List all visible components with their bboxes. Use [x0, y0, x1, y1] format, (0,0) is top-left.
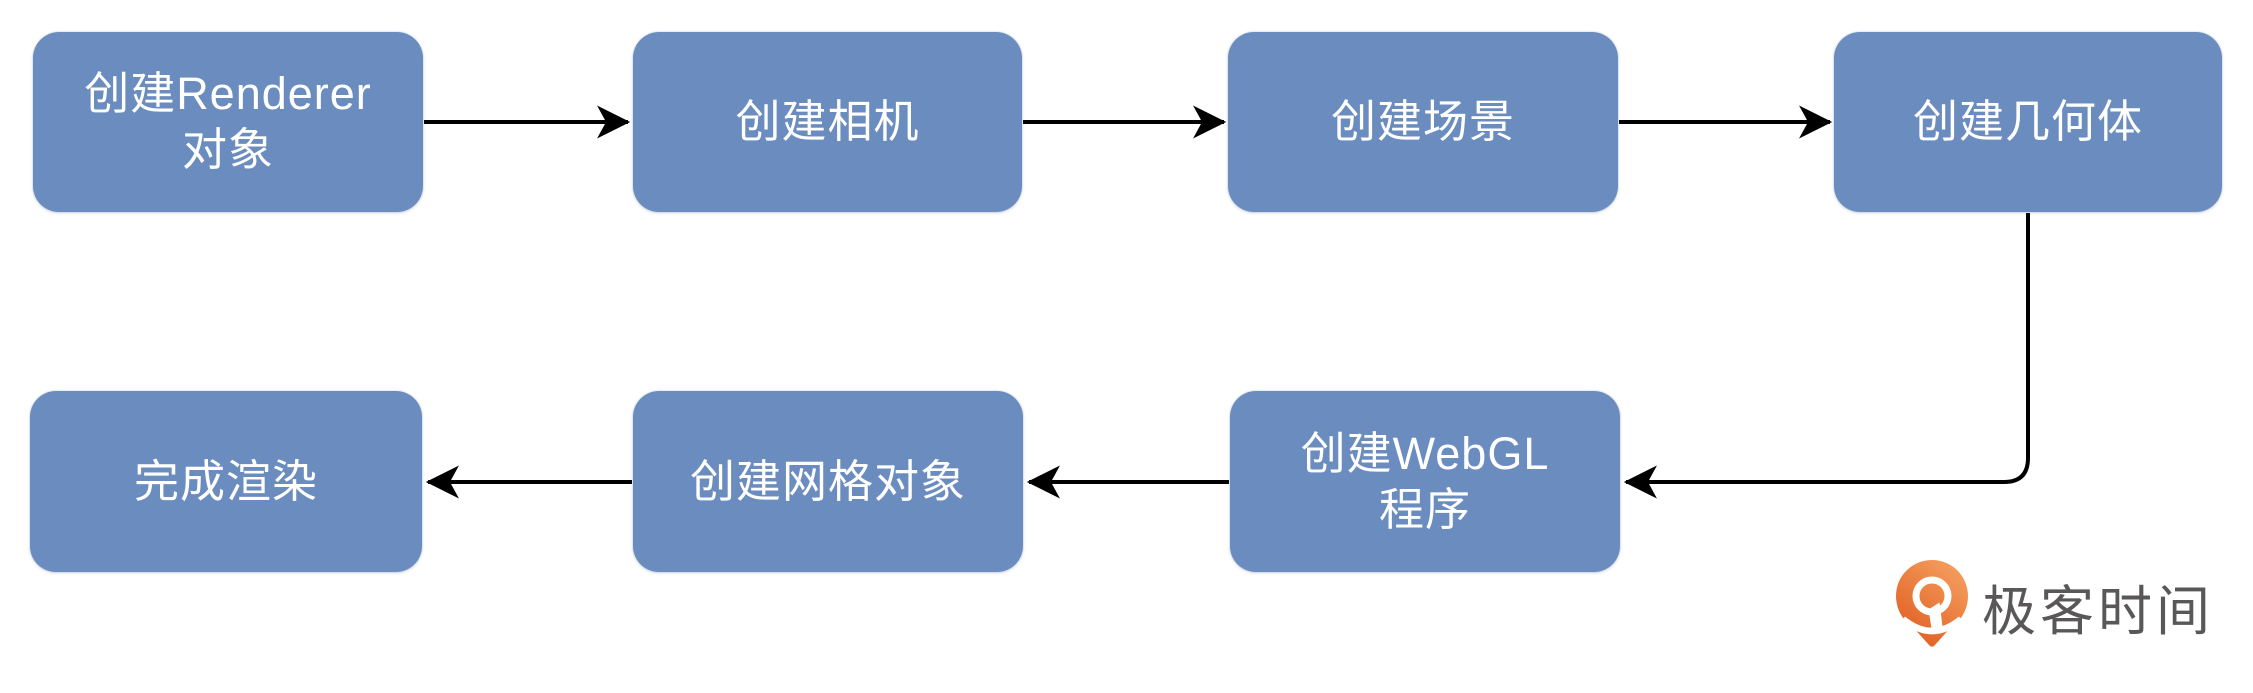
node-create-geometry-label: 创建几何体 — [1912, 96, 2143, 147]
node-create-webgl-program-label: 创建WebGL 程序 — [1300, 427, 1550, 535]
node-create-mesh: 创建网格对象 — [633, 391, 1023, 572]
node-create-scene-label: 创建场景 — [1330, 96, 1515, 147]
node-create-scene: 创建场景 — [1228, 32, 1618, 212]
node-create-mesh-label: 创建网格对象 — [689, 455, 966, 507]
node-create-webgl-program: 创建WebGL 程序 — [1230, 391, 1620, 572]
node-finish-render: 完成渲染 — [30, 391, 422, 572]
geektime-logo-text: 极客时间 — [1982, 581, 2214, 642]
edge-geometry-to-webgl — [1623, 213, 2030, 499]
node-create-renderer: 创建Renderer 对象 — [33, 32, 423, 212]
node-create-geometry: 创建几何体 — [1834, 32, 2222, 212]
node-finish-render-label: 完成渲染 — [133, 455, 318, 507]
geektime-pin-icon — [1896, 560, 1968, 647]
node-create-renderer-label: 创建Renderer 对象 — [84, 68, 372, 175]
node-create-camera: 创建相机 — [633, 32, 1022, 212]
geektime-logo: 极客时间 — [1896, 560, 2214, 652]
node-create-camera-label: 创建相机 — [735, 96, 920, 147]
